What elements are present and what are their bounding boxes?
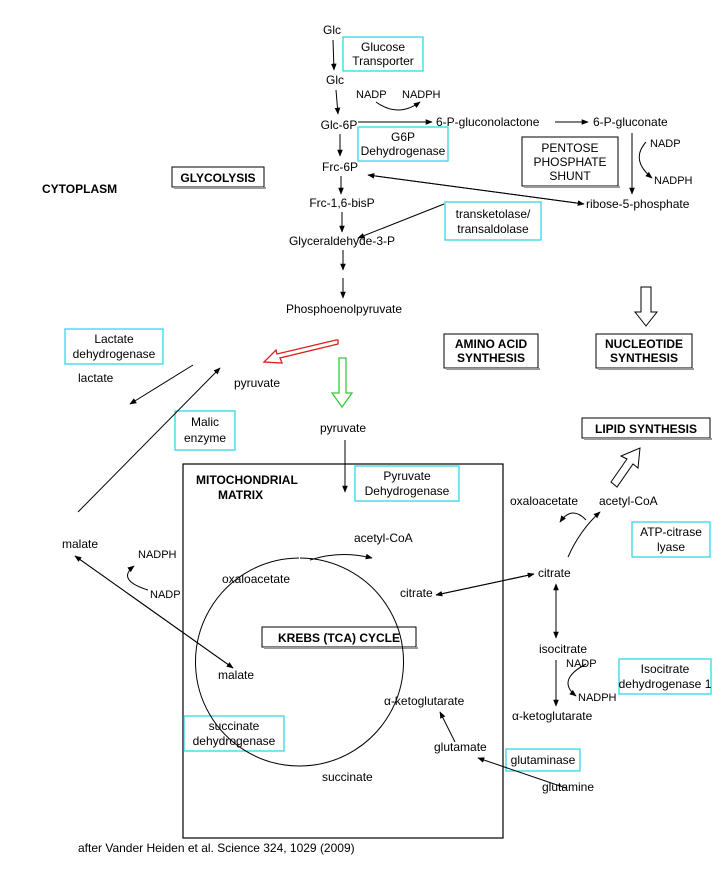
svg-text:PENTOSE: PENTOSE xyxy=(541,141,598,155)
cyto-left-arrows xyxy=(74,364,234,669)
mito-matrix-label-2: MATRIX xyxy=(218,488,263,502)
pyruvate-cyto-label: pyruvate xyxy=(234,376,280,390)
nadp-idh: NADP xyxy=(566,658,597,670)
amino-acid-synthesis-box: AMINO ACID SYNTHESIS xyxy=(443,333,540,370)
glutamate-label: glutamate xyxy=(434,740,487,754)
succinate-label: succinate xyxy=(322,770,373,784)
svg-text:Malic: Malic xyxy=(191,415,219,429)
pep-to-mito-green-arrow xyxy=(330,357,354,409)
krebs-arrows xyxy=(309,553,567,789)
nadph-ppp: NADPH xyxy=(654,175,693,187)
ppp-arrows xyxy=(357,101,653,239)
ribose5p-label: ribose-5-phosphate xyxy=(586,197,690,211)
svg-text:dehydrogenase 1: dehydrogenase 1 xyxy=(619,677,712,691)
svg-text:Dehydrogenase: Dehydrogenase xyxy=(365,484,450,498)
malic-enzyme-box: Malic enzyme xyxy=(174,410,236,451)
nadph-idh: NADPH xyxy=(578,692,617,704)
mitochondrion-box xyxy=(182,463,504,839)
nadp-g6p: NADP xyxy=(356,89,387,101)
lipid-block-arrow xyxy=(610,447,641,488)
nadph-g6p: NADPH xyxy=(402,89,441,101)
pentose-phosphate-shunt-box: PENTOSE PHOSPHATE SHUNT xyxy=(521,136,620,188)
svg-text:KREBS (TCA) CYCLE: KREBS (TCA) CYCLE xyxy=(278,631,400,645)
krebs-cycle-box: KREBS (TCA) CYCLE xyxy=(261,626,418,649)
svg-text:NUCLEOTIDE: NUCLEOTIDE xyxy=(605,337,683,351)
g3p-label: Glyceraldehyde-3-P xyxy=(289,234,395,248)
svg-text:glutaminase: glutaminase xyxy=(511,753,576,767)
pep-to-pyruvate-red-arrow xyxy=(262,339,339,364)
glc-out-label: Glc xyxy=(323,23,341,37)
nadp-ppp: NADP xyxy=(650,138,681,150)
svg-text:lyase: lyase xyxy=(657,540,685,554)
svg-text:GLYCOLYSIS: GLYCOLYSIS xyxy=(180,171,255,185)
mito-matrix-label: MITOCHONDRIAL xyxy=(196,473,298,487)
akg-cyto-label: α-ketoglutarate xyxy=(512,709,593,723)
gluconolactone-label: 6-P-gluconolactone xyxy=(436,115,540,129)
isocitrate-dehydrogenase-box: Isocitrate dehydrogenase 1 xyxy=(618,658,712,695)
pyruvate-dehydrogenase-box: Pyruvate Dehydrogenase xyxy=(354,465,460,502)
nucleotide-synthesis-box: NUCLEOTIDE SYNTHESIS xyxy=(595,333,694,370)
citation-text: after Vander Heiden et al. Science 324, … xyxy=(78,841,355,855)
frc6p-label: Frc-6P xyxy=(322,160,358,174)
atp-citrate-lyase-box: ATP-citrase lyase xyxy=(631,521,711,558)
lactate-dehydrogenase-box: Lactate dehydrogenase xyxy=(64,328,164,365)
svg-text:Pyruvate: Pyruvate xyxy=(383,469,431,483)
svg-text:AMINO ACID: AMINO ACID xyxy=(455,337,528,351)
g6p-dehydrogenase-box: G6P Dehydrogenase xyxy=(357,126,449,162)
transketolase-box: transketolase/ transaldolase xyxy=(444,201,542,241)
svg-text:transketolase/: transketolase/ xyxy=(456,207,531,221)
krebs-cycle-circle xyxy=(195,557,404,767)
svg-text:ATP-citrase: ATP-citrase xyxy=(640,525,702,539)
acetyl-coa-cyto-label: acetyl-CoA xyxy=(599,494,658,508)
svg-text:Glucose: Glucose xyxy=(361,40,405,54)
svg-text:SYNTHESIS: SYNTHESIS xyxy=(610,351,678,365)
malate-cyto-label: malate xyxy=(62,537,98,551)
oxaloacetate-cyto-label: oxaloacetate xyxy=(510,494,578,508)
nucleotide-block-arrow xyxy=(633,286,659,327)
glc-in-label: Glc xyxy=(326,73,344,87)
svg-text:SYNTHESIS: SYNTHESIS xyxy=(457,351,525,365)
isocitrate-label: isocitrate xyxy=(539,642,587,656)
glc6p-label: Glc-6P xyxy=(321,118,358,132)
svg-text:succinate: succinate xyxy=(209,719,260,733)
svg-text:Transporter: Transporter xyxy=(352,54,414,68)
svg-text:Lactate: Lactate xyxy=(94,332,134,346)
svg-text:dehydrogenase: dehydrogenase xyxy=(73,347,156,361)
cytoplasm-label: CYTOPLASM xyxy=(42,182,117,196)
gluconate-label: 6-P-gluconate xyxy=(593,115,668,129)
acetyl-coa-mito-label: acetyl-CoA xyxy=(354,531,413,545)
citrate-cyto-label: citrate xyxy=(538,566,571,580)
lipid-arrows xyxy=(435,511,601,707)
svg-text:Isocitrate: Isocitrate xyxy=(641,662,690,676)
frc16bisp-label: Frc-1,6-bisP xyxy=(309,196,374,210)
oxaloacetate-mito-label: oxaloacetate xyxy=(222,572,290,586)
pep-label: Phosphoenolpyruvate xyxy=(286,302,402,316)
svg-text:Dehydrogenase: Dehydrogenase xyxy=(361,144,446,158)
glucose-transporter-box: Glucose Transporter xyxy=(342,36,424,72)
malic-cofactor-arrow xyxy=(127,565,149,591)
svg-text:enzyme: enzyme xyxy=(184,431,226,445)
lipid-synthesis-box: LIPID SYNTHESIS xyxy=(581,417,712,440)
malate-mito-label: malate xyxy=(218,668,254,682)
nadph-malic: NADPH xyxy=(138,549,177,561)
citrate-mito-label: citrate xyxy=(400,586,433,600)
svg-text:LIPID SYNTHESIS: LIPID SYNTHESIS xyxy=(595,422,697,436)
glutaminase-box: glutaminase xyxy=(505,748,581,772)
svg-text:SHUNT: SHUNT xyxy=(549,169,591,183)
svg-text:transaldolase: transaldolase xyxy=(457,222,529,236)
akg-mito-label: α-ketoglutarate xyxy=(384,694,465,708)
svg-text:PHOSPHATE: PHOSPHATE xyxy=(533,155,606,169)
nadp-malic: NADP xyxy=(150,589,181,601)
succinate-dehydrogenase-box: succinate dehydrogenase xyxy=(183,715,285,752)
svg-text:dehydrogenase: dehydrogenase xyxy=(193,734,276,748)
glycolysis-arrows xyxy=(330,39,346,299)
pyruvate-mito-label: pyruvate xyxy=(320,421,366,435)
glutamine-label: glutamine xyxy=(542,780,594,794)
svg-text:G6P: G6P xyxy=(391,130,415,144)
lactate-label: lactate xyxy=(78,371,114,385)
glycolysis-box: GLYCOLYSIS xyxy=(171,166,266,189)
